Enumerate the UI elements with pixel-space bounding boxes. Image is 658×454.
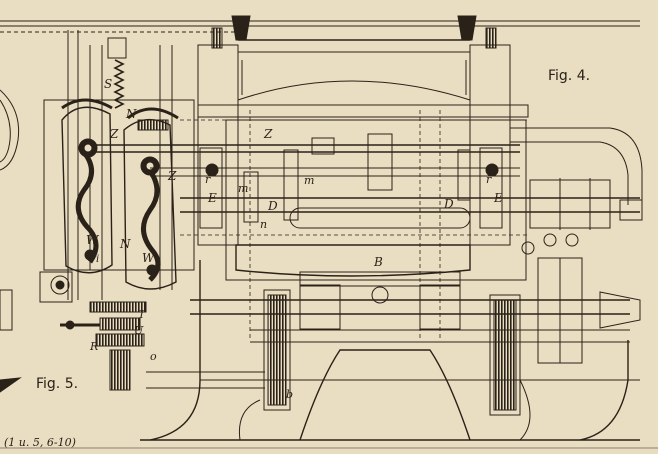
letter-n-2: N xyxy=(119,237,131,251)
hidden-lines xyxy=(180,110,530,340)
large-gear-right xyxy=(489,294,521,416)
fig5-caption: Fig. 5. xyxy=(36,376,78,392)
letter-w-2: W xyxy=(142,251,156,265)
letter-s: S xyxy=(104,77,112,91)
fig5-gear-stack xyxy=(39,271,265,391)
letter-m-2: m xyxy=(304,174,314,187)
letter-z-3: Z xyxy=(167,169,177,183)
left-cut-wheel xyxy=(0,89,22,393)
letter-b-lower: b xyxy=(286,388,293,401)
spring-s xyxy=(113,59,125,109)
footer-reference: (1 u. 5, 6-10) xyxy=(4,436,76,449)
trough-b xyxy=(235,244,471,287)
right-arm xyxy=(510,127,643,364)
letter-w-1: W xyxy=(86,233,100,247)
letter-u: U xyxy=(134,324,144,337)
large-gear-left xyxy=(263,289,291,411)
fig4-caption: Fig. 4. xyxy=(548,68,590,84)
letter-r-1: r xyxy=(205,173,211,186)
feed-brackets xyxy=(199,147,503,229)
letter-z-2: Z xyxy=(263,127,273,141)
machine-base xyxy=(140,260,640,441)
letter-d-1: D xyxy=(267,199,278,213)
letter-e-1: E xyxy=(207,191,217,205)
letter-m-1: m xyxy=(238,182,248,195)
letter-r-capital: R xyxy=(89,340,98,353)
letter-r-2: r xyxy=(486,173,492,186)
letter-b-upper: B xyxy=(373,255,383,269)
letter-i-1: i xyxy=(96,254,99,265)
top-rail xyxy=(0,20,640,33)
cam-plate-left xyxy=(61,106,113,274)
letter-d-2: D xyxy=(443,197,454,211)
letter-i-2: i xyxy=(158,260,161,271)
letter-z-1: Z xyxy=(109,127,119,141)
reference-letters: S N N Z Z Z r r E E m m D D n W W i i B … xyxy=(86,77,503,401)
letter-e-2: E xyxy=(493,191,503,205)
letter-n-1: N xyxy=(125,107,137,121)
letter-t: T xyxy=(138,308,147,321)
letter-o: o xyxy=(150,350,157,363)
letter-n-small: n xyxy=(260,218,267,231)
